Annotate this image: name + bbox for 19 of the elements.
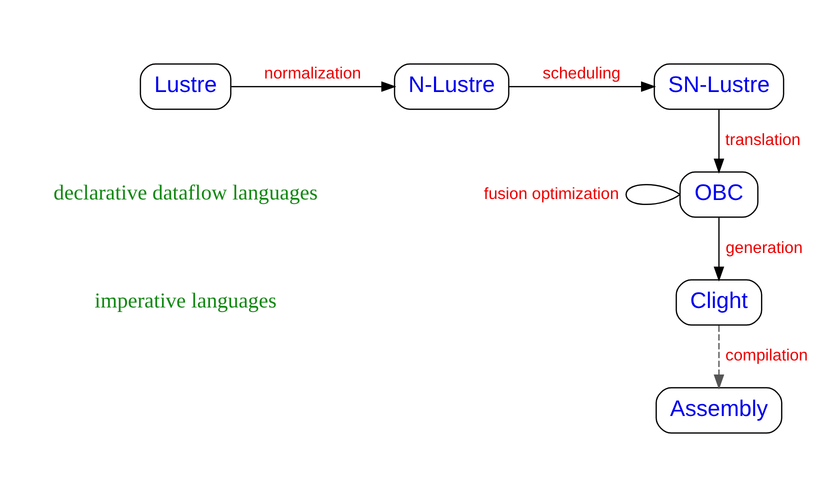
node-box: OBC xyxy=(679,171,758,218)
node-box: N-Lustre xyxy=(394,63,510,110)
edge-label: generation xyxy=(726,238,803,257)
arrow xyxy=(509,81,656,92)
label: imperative languages xyxy=(94,288,276,313)
arrow xyxy=(714,110,724,174)
edge-label: normalization xyxy=(264,64,362,82)
node-box: Assembly xyxy=(656,387,782,434)
arrow xyxy=(714,218,724,282)
edge-label: fusion optimization xyxy=(484,184,619,203)
label: declarative dataflow languages xyxy=(54,180,318,205)
arrow xyxy=(714,326,724,390)
arrow xyxy=(231,81,396,92)
node-box: Lustre xyxy=(140,63,232,110)
node-box: Clight xyxy=(676,279,762,326)
node-box: SN-Lustre xyxy=(654,63,784,110)
edge-label: compilation xyxy=(725,346,808,365)
edge-label: translation xyxy=(725,130,800,149)
edge-label: scheduling xyxy=(542,64,620,82)
